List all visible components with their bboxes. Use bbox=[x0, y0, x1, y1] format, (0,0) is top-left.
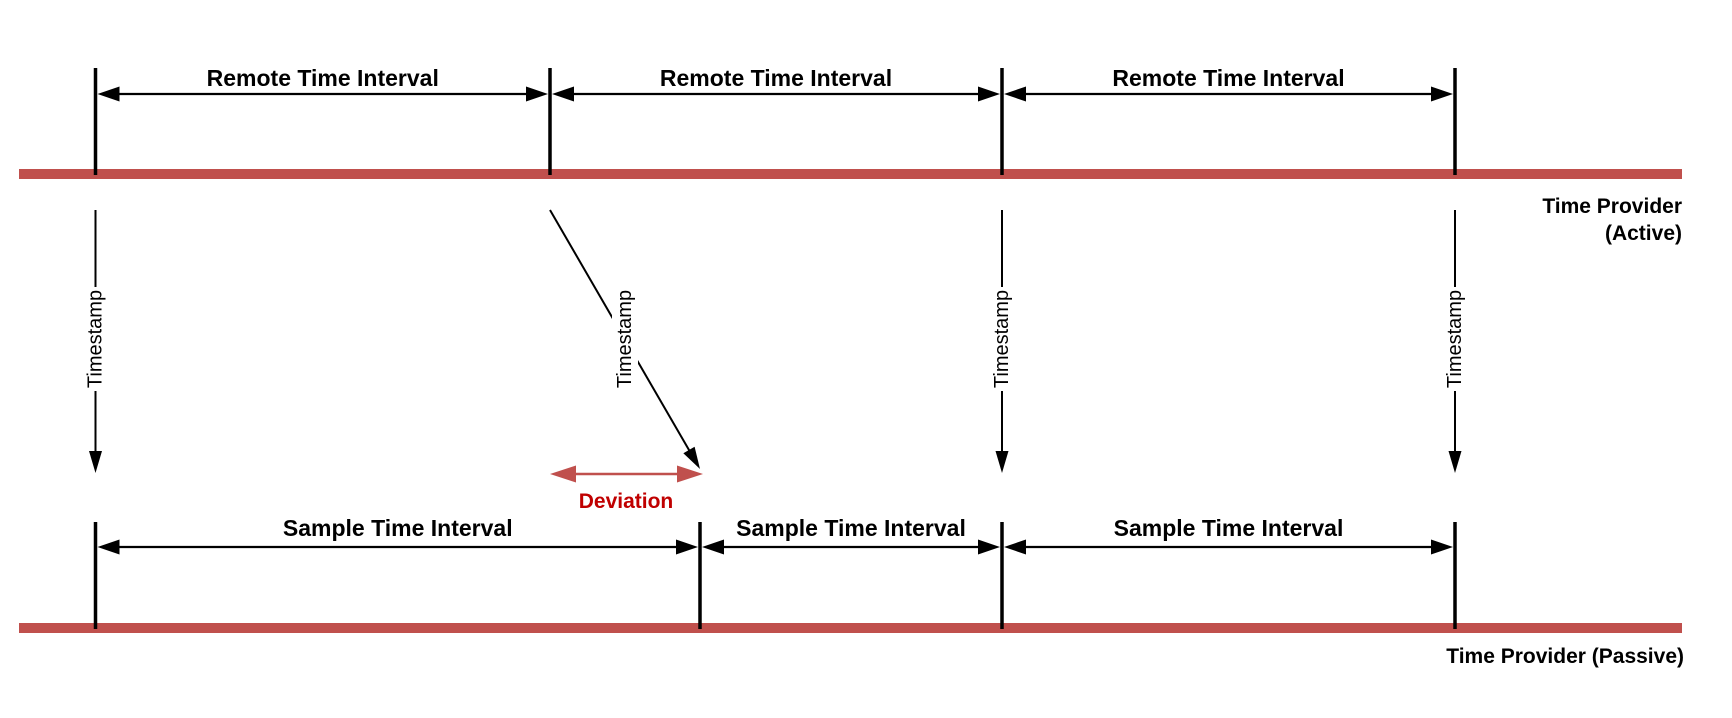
active-provider-label-line2: (Active) bbox=[1605, 222, 1682, 245]
timestamp-arrowhead bbox=[683, 446, 700, 469]
remote-time-interval-arrowhead-left bbox=[552, 86, 574, 102]
sample-time-interval-arrowhead-right bbox=[978, 539, 1000, 555]
sample-time-interval-arrowhead-left bbox=[97, 539, 120, 555]
sample-time-interval-arrowhead-right bbox=[1431, 539, 1453, 555]
deviation-label: Deviation bbox=[579, 490, 674, 513]
timestamp-arrowhead bbox=[1448, 451, 1462, 473]
active-provider-label-line1: Time Provider bbox=[1542, 195, 1682, 218]
deviation-arrowhead-right bbox=[677, 465, 703, 483]
remote-time-interval-arrowhead-left bbox=[1004, 86, 1026, 102]
deviation-arrowhead-left bbox=[550, 465, 576, 483]
timestamp-label: Timestamp bbox=[614, 290, 636, 388]
passive-provider-label: Time Provider (Passive) bbox=[1446, 645, 1684, 668]
sample-time-interval-label: Sample Time Interval bbox=[1114, 515, 1344, 541]
timestamp-label-mask bbox=[989, 287, 1015, 391]
active-timeline-bar bbox=[19, 169, 1682, 179]
remote-time-interval-label: Remote Time Interval bbox=[1112, 65, 1344, 91]
sample-time-interval-arrowhead-left bbox=[1004, 539, 1026, 555]
timestamp-label-mask bbox=[82, 287, 109, 391]
sample-time-interval-arrowhead-left bbox=[702, 539, 724, 555]
remote-time-interval-arrowhead-right bbox=[526, 86, 548, 102]
timestamp-arrowhead bbox=[89, 451, 102, 473]
remote-time-interval-arrowhead-right bbox=[978, 86, 1000, 102]
timestamp-label-mask bbox=[1442, 287, 1468, 391]
remote-time-interval-arrowhead-right bbox=[1431, 86, 1453, 102]
remote-time-interval-arrowhead-left bbox=[97, 86, 120, 102]
timestamp-arrowhead bbox=[995, 451, 1009, 473]
sample-time-interval-label: Sample Time Interval bbox=[283, 515, 513, 541]
remote-time-interval-label: Remote Time Interval bbox=[660, 65, 892, 91]
remote-time-interval-label: Remote Time Interval bbox=[207, 65, 439, 91]
timestamp-label: Timestamp bbox=[991, 290, 1013, 388]
timestamp-label-mask bbox=[612, 287, 638, 391]
passive-timeline-bar bbox=[19, 623, 1682, 633]
timestamp-label: Timestamp bbox=[85, 290, 107, 388]
sample-time-interval-arrowhead-right bbox=[676, 539, 698, 555]
sample-time-interval-label: Sample Time Interval bbox=[736, 515, 966, 541]
timestamp-label: Timestamp bbox=[1444, 290, 1466, 388]
